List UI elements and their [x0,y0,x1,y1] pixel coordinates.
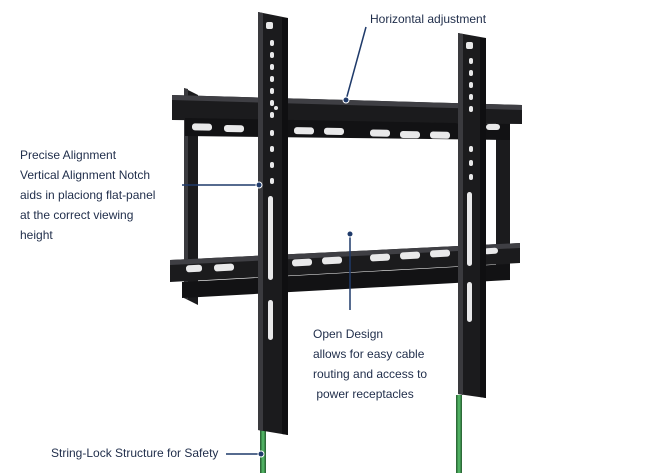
leader-dot [342,96,350,104]
callout-line: allows for easy cable [313,347,425,361]
callout-line: routing and access to [313,367,428,381]
callout-title: Open Design [313,327,384,341]
callout-line: String-Lock Structure for Safety [51,446,219,460]
leader-line-precise-alignment [182,181,263,189]
callout-line: aids in placiong flat-panel [20,188,156,202]
callout-line: Vertical Alignment Notch [20,168,151,182]
leader-dot [257,450,265,458]
callout-line: power receptacles [313,387,414,401]
leader-dot [255,181,263,189]
right-vertical-arm [458,33,486,398]
leader-dot [346,230,354,238]
callout-title: Precise Alignment [20,148,117,162]
left-vertical-arm [258,12,288,435]
leader-line-string-lock [226,450,265,458]
callout-line: height [20,228,53,242]
wall-plate-side-posts [184,88,510,305]
callout-open-design: Open Design allows for easy cable routin… [313,324,427,404]
callout-string-lock: String-Lock Structure for Safety [51,443,218,463]
callout-line: at the correct viewing [20,208,134,222]
callout-horizontal-adjustment: Horizontal adjustment [370,9,486,29]
callout-line: Horizontal adjustment [370,12,487,26]
callout-precise-alignment: Precise Alignment Vertical Alignment Not… [20,145,155,245]
leader-line-open-design [346,230,354,310]
leader-line-horizontal-adjustment [342,26,367,104]
